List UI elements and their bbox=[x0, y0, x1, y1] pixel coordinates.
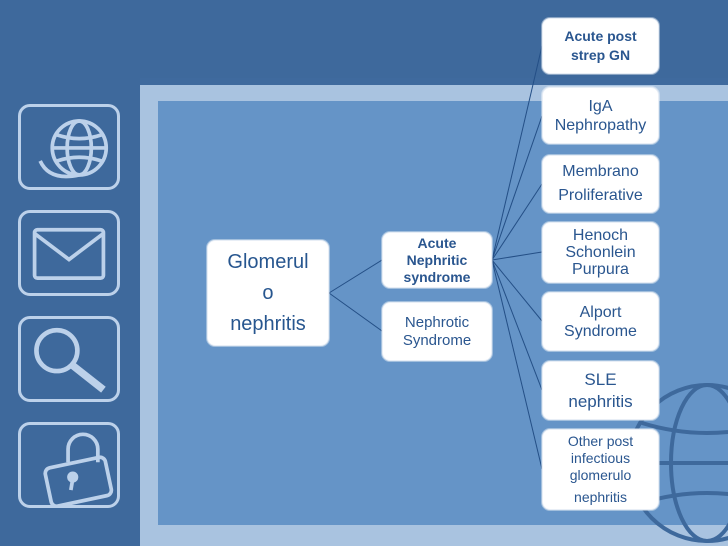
node-line: Schonlein bbox=[565, 244, 636, 261]
node-nephrotic-syndrome: Nephrotic Syndrome bbox=[382, 302, 492, 361]
magnifier-icon[interactable] bbox=[18, 316, 120, 402]
node-iga-nephropathy: IgA Nephropathy bbox=[542, 87, 659, 144]
node-membrano-proliferative: Membrano Proliferative bbox=[542, 155, 659, 213]
node-line: Henoch bbox=[572, 227, 629, 244]
node-line: IgA bbox=[588, 97, 613, 115]
globe-icon[interactable] bbox=[18, 104, 120, 190]
node-line: nephritis bbox=[574, 489, 627, 505]
node-line: Other post bbox=[567, 433, 634, 449]
node-line: o bbox=[262, 281, 274, 304]
node-line: Proliferative bbox=[558, 187, 643, 204]
node-line: glomerulo bbox=[569, 467, 632, 483]
node-line: Acute post bbox=[564, 28, 637, 44]
node-line: Syndrome bbox=[564, 322, 637, 340]
node-line: SLE bbox=[584, 369, 617, 389]
node-line: Glomerul bbox=[227, 250, 309, 273]
node-line: Membrano bbox=[562, 163, 639, 180]
node-other-post-infectious-glomerulonephritis: Other post infectious glomerulo nephriti… bbox=[542, 429, 659, 510]
node-line: Acute bbox=[417, 234, 457, 251]
node-line: Nephropathy bbox=[554, 116, 647, 134]
node-line: nephritis bbox=[230, 312, 306, 335]
root-node-glomerulonephritis: Glomerul o nephritis bbox=[207, 240, 329, 346]
padlock-icon[interactable] bbox=[18, 422, 120, 508]
node-line: Alport bbox=[579, 303, 622, 321]
node-sle-nephritis: SLE nephritis bbox=[542, 361, 659, 420]
node-line: Nephritic bbox=[406, 251, 468, 268]
node-acute-nephritic-syndrome: Acute Nephritic syndrome bbox=[382, 232, 492, 288]
node-line: Nephrotic bbox=[404, 313, 470, 331]
node-line: Syndrome bbox=[402, 331, 472, 349]
node-line: Purpura bbox=[572, 261, 629, 278]
envelope-icon[interactable] bbox=[18, 210, 120, 296]
node-line: nephritis bbox=[568, 391, 633, 411]
node-line: infectious bbox=[570, 450, 631, 466]
node-henoch-schonlein-purpura: Henoch Schonlein Purpura bbox=[542, 222, 659, 283]
node-line: syndrome bbox=[403, 268, 471, 285]
node-acute-post-strep-gn: Acute post strep GN bbox=[542, 18, 659, 74]
node-line: strep GN bbox=[570, 47, 631, 63]
node-alport-syndrome: Alport Syndrome bbox=[542, 292, 659, 351]
